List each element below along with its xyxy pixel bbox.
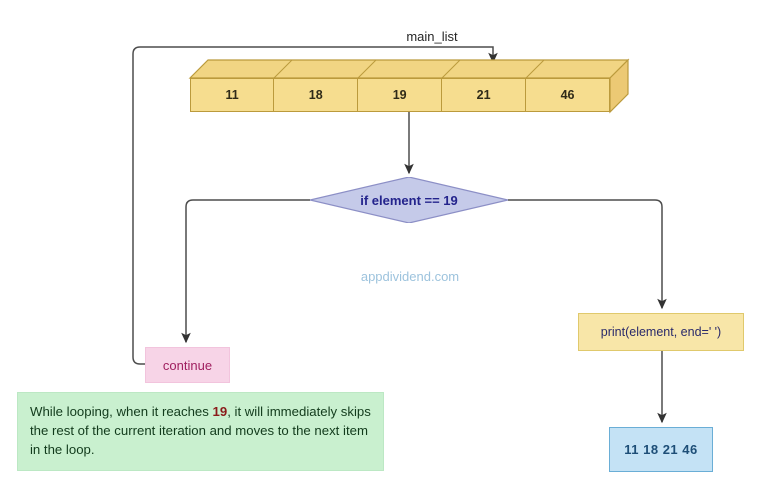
main-list-array[interactable]: 11 18 19 21 46 [190, 60, 628, 112]
array-top-divider [273, 59, 293, 79]
edge-decision-true-to-continue [181, 199, 310, 344]
array-cell[interactable]: 11 [190, 78, 274, 112]
array-cell[interactable]: 19 [357, 78, 442, 112]
continue-node[interactable]: continue [145, 347, 230, 383]
output-label: 11 18 21 46 [624, 442, 698, 457]
note-text-part1: While looping, when it reaches [30, 404, 213, 419]
output-node[interactable]: 11 18 21 46 [609, 427, 713, 472]
decision-label: if element == 19 [360, 192, 458, 208]
array-cell-row: 11 18 19 21 46 [190, 78, 610, 112]
array-top-divider [441, 59, 461, 79]
note-highlight-value: 19 [212, 404, 228, 419]
edge-loopback-to-array [132, 46, 498, 365]
note-text-part2: , it will immediately skips the rest of … [30, 404, 371, 457]
array-side-face [609, 58, 629, 114]
edge-decision-false-to-print [508, 199, 667, 310]
explanation-note: While looping, when it reaches 19, it wi… [17, 392, 384, 471]
array-top-divider [357, 59, 377, 79]
continue-label: continue [162, 357, 213, 373]
array-cell[interactable]: 46 [525, 78, 610, 112]
decision-node[interactable]: if element == 19 [310, 177, 508, 223]
diamond-shape [310, 177, 508, 223]
array-cell[interactable]: 18 [273, 78, 358, 112]
watermark-text: appdividend.com [360, 268, 460, 284]
print-node[interactable]: print(element, end=' ') [578, 313, 744, 351]
array-top-divider [525, 59, 545, 79]
print-label: print(element, end=' ') [600, 325, 722, 339]
main-list-label: main_list [406, 28, 458, 44]
array-cell[interactable]: 21 [441, 78, 526, 112]
